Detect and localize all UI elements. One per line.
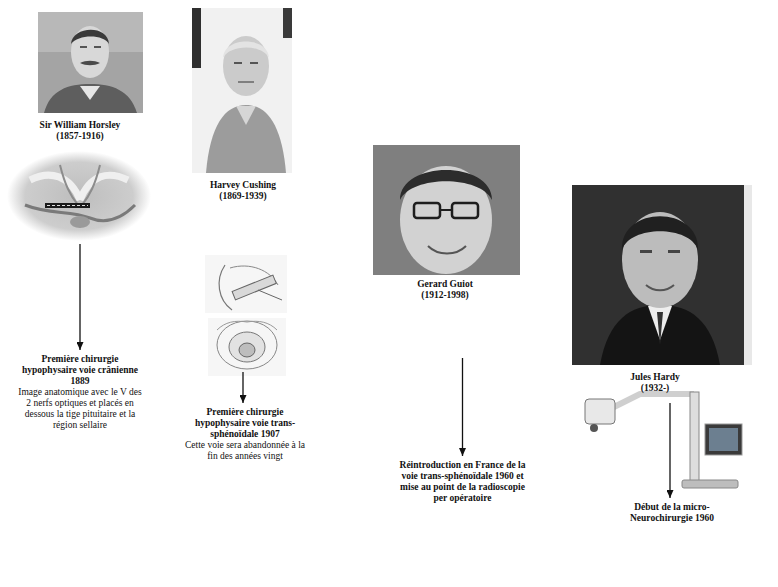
timeline-arrow: [669, 403, 670, 498]
milestone-heading: Première chirurgie hypophysaire voie tra…: [182, 407, 308, 440]
person-block: Jules Hardy(1932-): [585, 183, 755, 403]
life-dates: (1912-1998): [395, 290, 495, 301]
timeline-arrow: [79, 244, 80, 350]
milestone-heading: Réintroduction en France de la voie tran…: [397, 460, 528, 504]
name-block: Sir William Horsley(1857-1916): [20, 120, 140, 142]
name-block: Jules Hardy(1932-): [605, 372, 705, 394]
life-dates: (1857-1916): [20, 131, 140, 142]
name-block: Harvey Cushing(1869-1939): [193, 180, 293, 202]
surgical-drawing: [205, 255, 287, 376]
person-name: Harvey Cushing: [193, 180, 293, 191]
person-name: Sir William Horsley: [20, 120, 140, 131]
milestone-box: Début de la micro-Neurochirurgie 1960: [617, 500, 727, 527]
milestone-box: Réintroduction en France de la voie tran…: [395, 458, 530, 507]
name-block: Gerard Guiot(1912-1998): [395, 279, 495, 301]
timeline-arrow: [462, 358, 463, 456]
person-block: Sir William Horsley(1857-1916): [5, 8, 155, 244]
anatomy-illustration: [7, 151, 151, 241]
portrait-photo: [373, 145, 520, 275]
life-dates: (1932-): [605, 383, 705, 394]
portrait-photo: [572, 185, 752, 365]
milestone-heading: Première chirurgie hypophysaire voie crâ…: [17, 354, 143, 387]
life-dates: (1869-1939): [193, 191, 293, 202]
milestone-note: Cette voie sera abandonnée à la fin des …: [182, 440, 308, 462]
person-block: Gerard Guiot(1912-1998): [385, 143, 540, 358]
milestone-box: Première chirurgie hypophysaire voie tra…: [180, 405, 310, 465]
timeline-arrow: [242, 372, 243, 403]
portrait-photo: [192, 8, 292, 173]
person-block: Harvey Cushing(1869-1939): [178, 4, 308, 372]
portrait-photo: [38, 12, 143, 113]
person-name: Gerard Guiot: [395, 279, 495, 290]
person-name: Jules Hardy: [605, 372, 705, 383]
milestone-heading: Début de la micro-Neurochirurgie 1960: [619, 502, 725, 524]
microscope-illustration: [585, 392, 742, 488]
milestone-note: Image anatomique avec le V des 2 nerfs o…: [17, 387, 143, 431]
milestone-box: Première chirurgie hypophysaire voie crâ…: [15, 352, 145, 434]
